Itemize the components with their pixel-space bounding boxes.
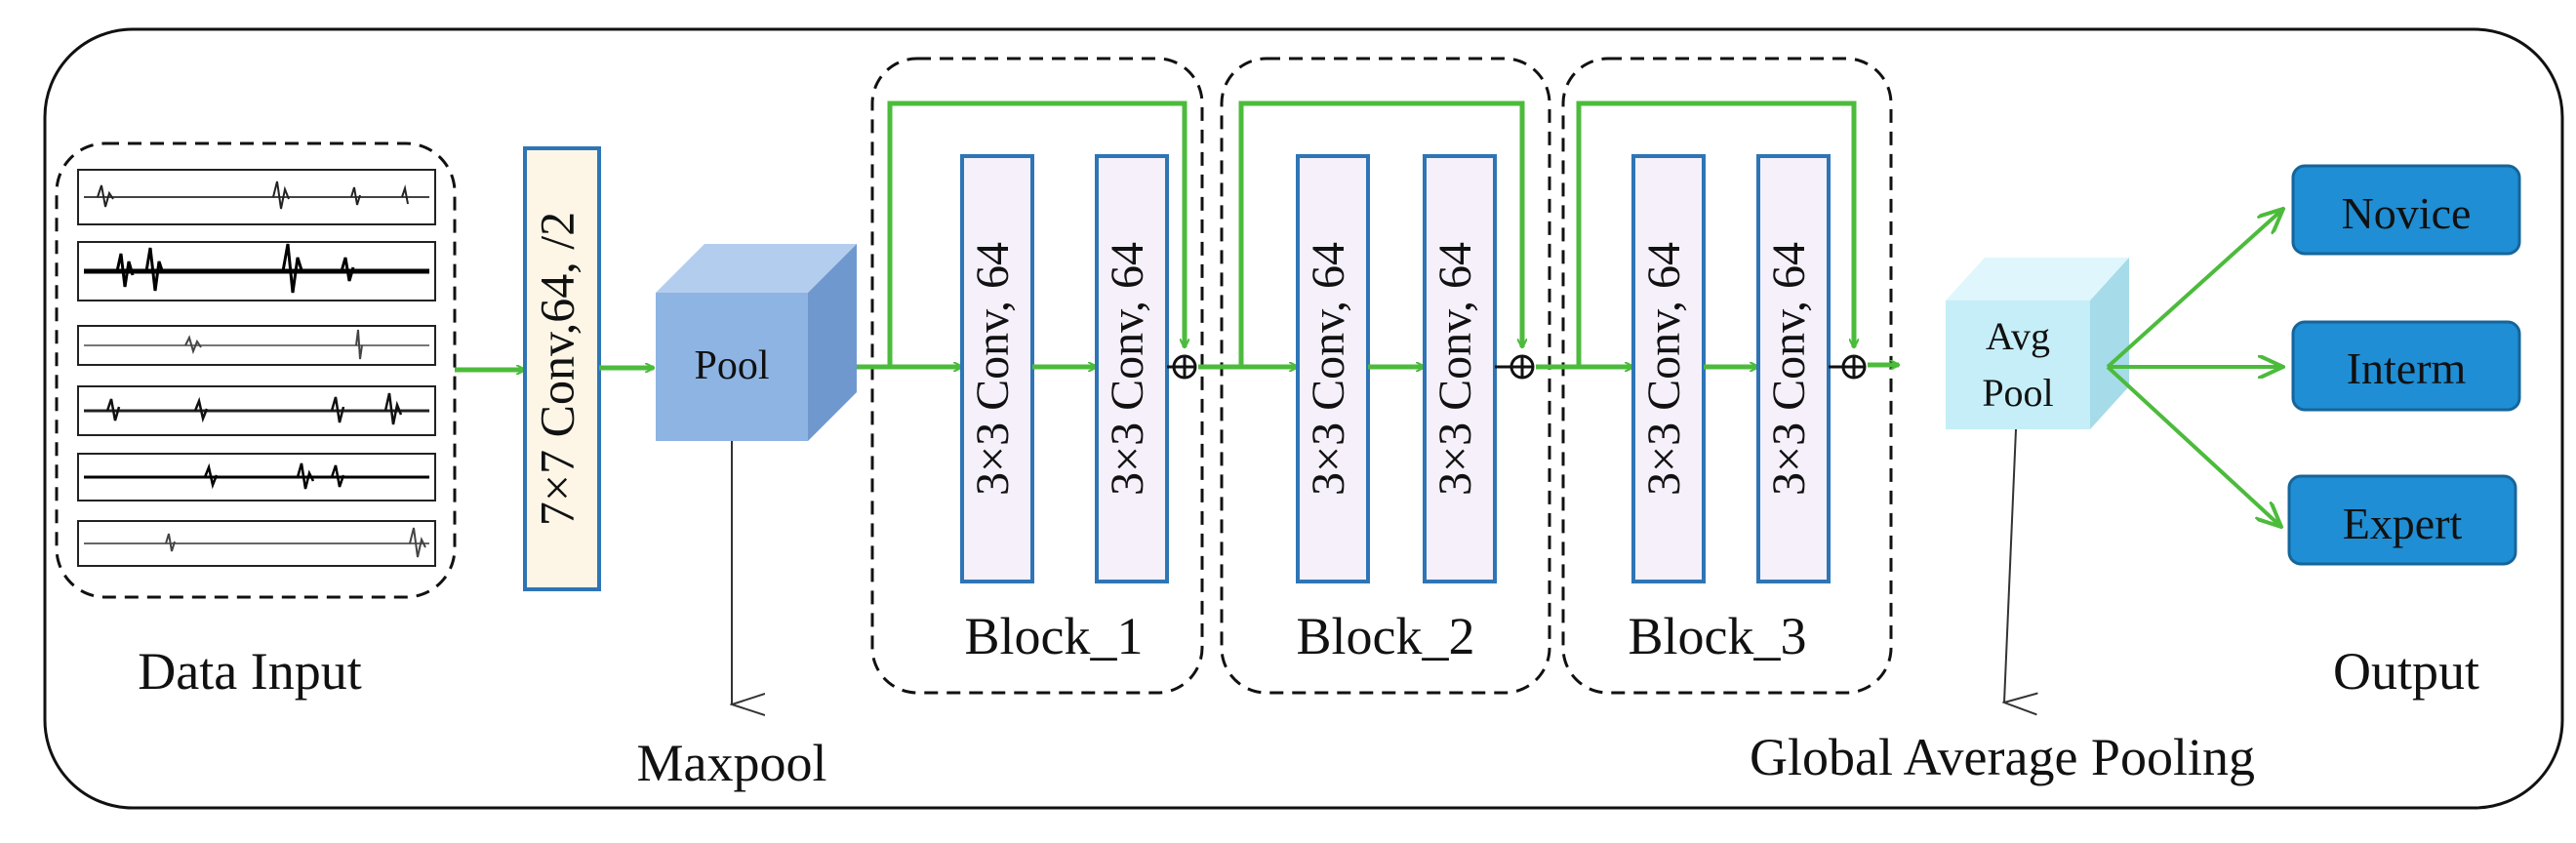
signal-thumbnail-4: [77, 385, 436, 436]
block-1-dashed-border: [870, 57, 1204, 695]
block-2-conv-b: 3×3 Conv, 64: [1423, 154, 1497, 583]
avg-pool-label-line1: Avg: [1986, 314, 2050, 358]
block-3-sum-symbol: [1841, 354, 1867, 380]
arrow-to-expert: [2106, 365, 2281, 527]
global-pooling-down-arrow: [2004, 428, 2016, 702]
block-1: 3×3 Conv, 64 3×3 Conv, 64 Block_1: [857, 57, 1204, 695]
output-novice-label: Novice: [2342, 188, 2472, 238]
block-3-conv-a: 3×3 Conv, 64: [1631, 154, 1706, 583]
signal-thumbnail-6: [77, 520, 436, 567]
block-1-conv-b: 3×3 Conv, 64: [1095, 154, 1169, 583]
avg-pool-label-line2: Pool: [1982, 371, 2053, 415]
block-2-name: Block_2: [1297, 607, 1475, 665]
block-1-sum-symbol: [1172, 354, 1197, 380]
block-3-name: Block_3: [1629, 607, 1807, 665]
signal-thumbnail-2: [77, 241, 436, 301]
block-2-conv-a: 3×3 Conv, 64: [1296, 154, 1370, 583]
block-3: 3×3 Conv, 64 3×3 Conv, 64 Block_3: [1536, 57, 1893, 695]
block-1-name: Block_1: [965, 607, 1144, 665]
outer-frame: [43, 27, 2564, 810]
block-1-conv-b-label: 3×3 Conv, 64: [1102, 242, 1153, 496]
block-2-conv-a-label: 3×3 Conv, 64: [1303, 242, 1354, 496]
output-expert-label: Expert: [2343, 499, 2463, 548]
block-3-conv-a-label: 3×3 Conv, 64: [1638, 242, 1690, 496]
arrow-to-novice: [2106, 209, 2283, 369]
block-1-conv-a-label: 3×3 Conv, 64: [967, 242, 1019, 496]
block-2: 3×3 Conv, 64 3×3 Conv, 64 Block_2: [1198, 57, 1551, 695]
output-interm-label: Interm: [2347, 343, 2467, 393]
block-2-skip-connection: [1238, 100, 1522, 367]
block-2-conv-b-label: 3×3 Conv, 64: [1429, 242, 1481, 496]
block-1-skip-connection: [887, 100, 1185, 367]
signal-thumbnail-3: [77, 325, 436, 366]
pool-label: Pool: [694, 343, 769, 388]
block-2-dashed-border: [1220, 57, 1551, 695]
data-input-label: Data Input: [138, 642, 361, 701]
block-2-sum-symbol: [1509, 354, 1535, 380]
output-label: Output: [2333, 642, 2479, 701]
first-conv-layer: 7×7 Conv,64, /2: [523, 146, 601, 591]
block-3-conv-b: 3×3 Conv, 64: [1756, 154, 1831, 583]
block-3-conv-b-label: 3×3 Conv, 64: [1763, 242, 1815, 496]
global-average-pooling-label: Global Average Pooling: [1750, 728, 2255, 786]
maxpool-label: Maxpool: [637, 734, 827, 792]
data-input-group: Data Input: [55, 141, 457, 701]
first-conv-label: 7×7 Conv,64, /2: [529, 212, 584, 526]
output-novice: Novice: [2291, 164, 2521, 256]
block-1-conv-a: 3×3 Conv, 64: [960, 154, 1034, 583]
output-interm: Interm: [2291, 320, 2521, 412]
block-3-dashed-border: [1561, 57, 1893, 695]
signal-thumbnail-5: [77, 453, 436, 502]
avg-pool-cube: Avg Pool: [1946, 258, 2129, 429]
block-3-skip-connection: [1576, 100, 1854, 367]
signal-thumbnail-1: [77, 169, 436, 225]
pool-cube: Pool: [656, 244, 857, 441]
output-expert: Expert: [2287, 474, 2517, 566]
